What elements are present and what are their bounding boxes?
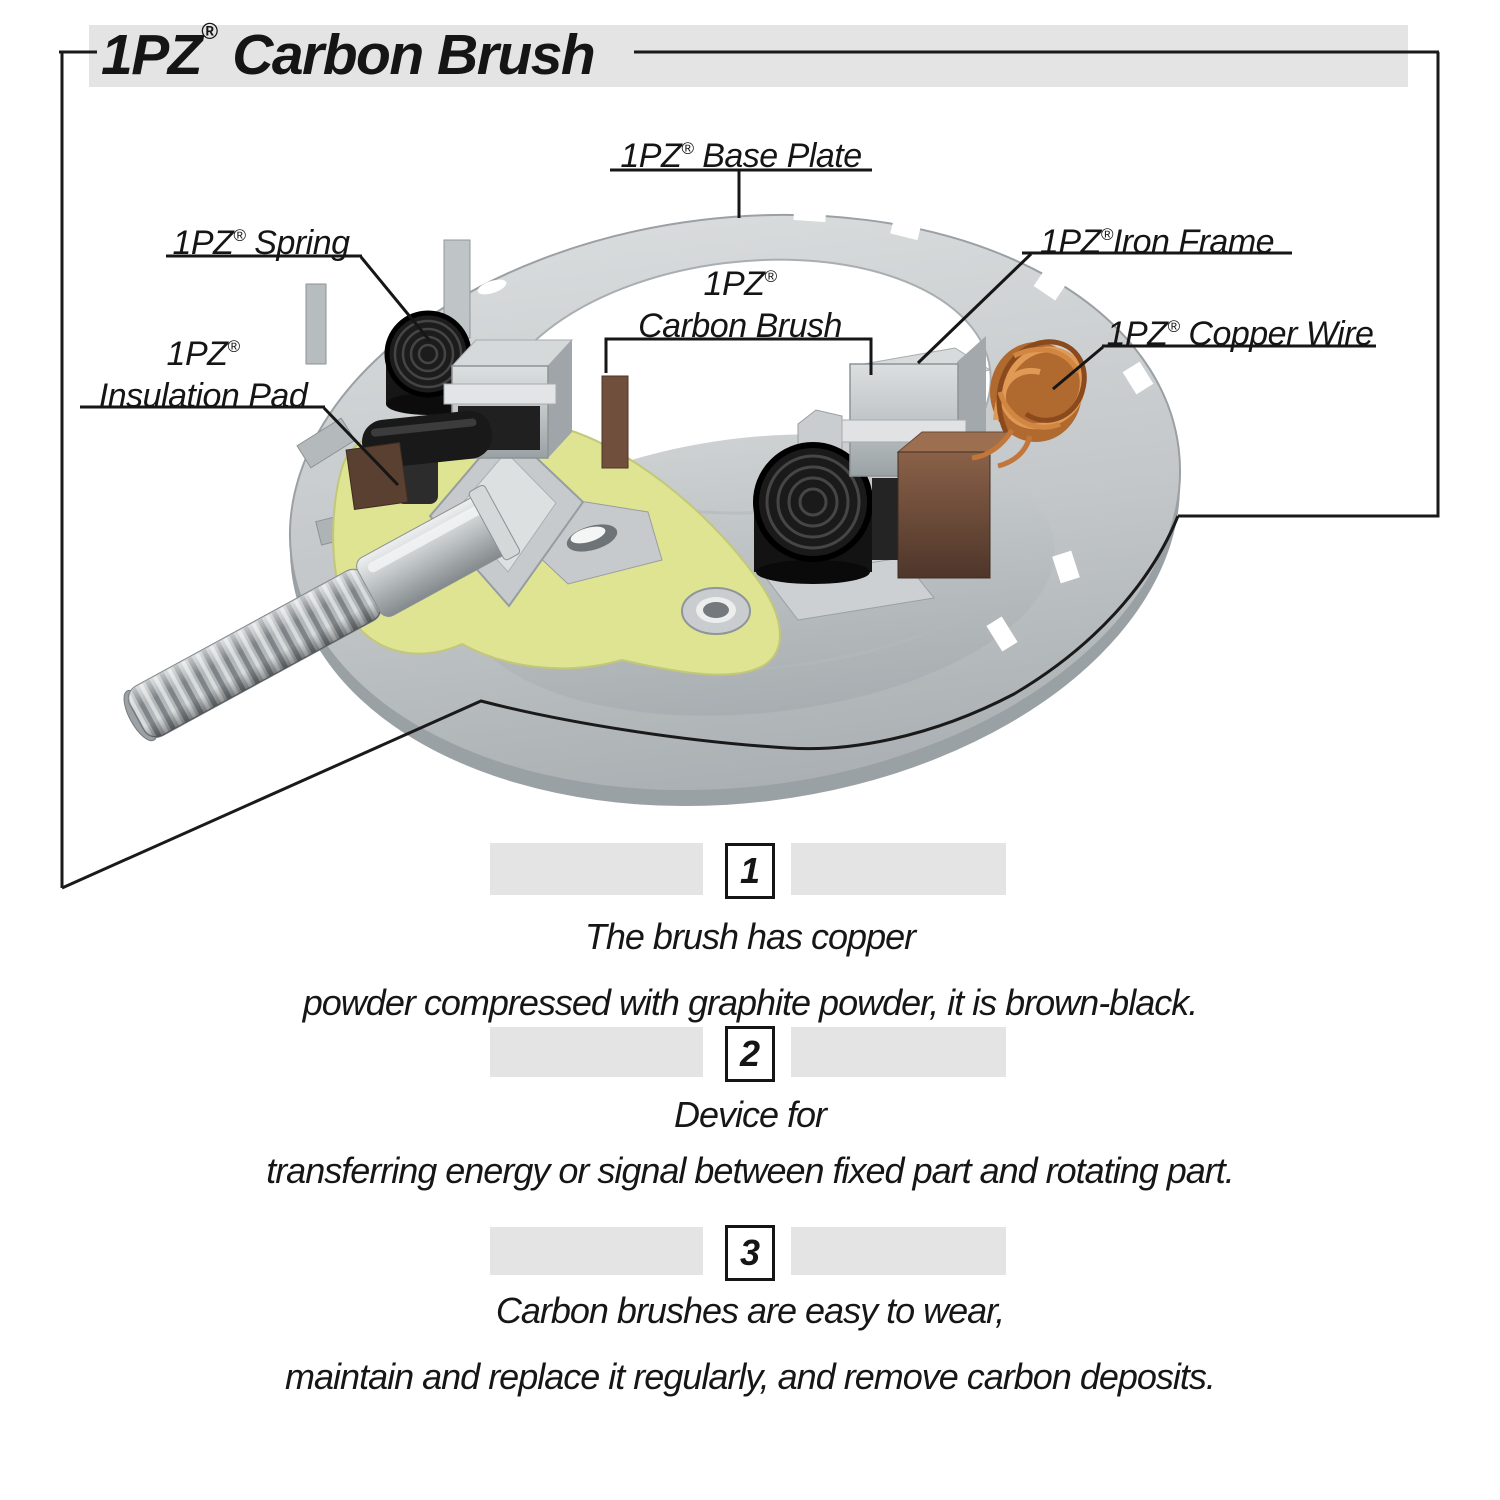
section1-left-bar xyxy=(490,843,703,895)
frame-border xyxy=(59,50,1440,890)
label-insulation-pad: 1PZ®Insulation Pad xyxy=(98,335,308,415)
registered-mark: ® xyxy=(233,226,246,245)
section3-line1: Carbon brushes are easy to wear, xyxy=(495,1290,1005,1331)
rim-notches xyxy=(279,201,1154,652)
section3-number: 3 xyxy=(725,1225,775,1281)
section1-number: 1 xyxy=(725,843,775,899)
title-band xyxy=(89,25,1408,87)
left-brush-holder xyxy=(345,339,629,511)
section2-right-bar xyxy=(791,1027,1006,1077)
page-title: 1PZ® Carbon Brush xyxy=(101,18,596,88)
section3-right-bar xyxy=(791,1227,1006,1275)
section2-line1: Device for xyxy=(673,1094,827,1135)
registered-mark: ® xyxy=(201,18,218,44)
label-carbon-brush: 1PZ®Carbon Brush xyxy=(638,265,842,345)
title-rest: Carbon Brush xyxy=(217,23,596,87)
carbon-brush-shape xyxy=(896,431,1016,579)
registered-mark: ® xyxy=(227,337,240,356)
section1-right-bar xyxy=(791,843,1006,895)
leader-copper-wire xyxy=(1052,345,1104,391)
section2-number: 2 xyxy=(725,1026,775,1082)
eyelet-hole xyxy=(681,587,751,635)
section1-line1: The brush has copper xyxy=(584,916,916,957)
leader-insulation-pad xyxy=(322,406,400,487)
section1-line2: powder compressed with graphite powder, … xyxy=(302,982,1198,1023)
brand-text: 1PZ xyxy=(101,23,203,87)
leader-spring xyxy=(359,256,432,342)
label-iron-frame: 1PZ®Iron Frame xyxy=(1039,223,1275,261)
registered-mark: ® xyxy=(1100,225,1114,244)
label-base-plate: 1PZ® Base Plate xyxy=(620,137,862,175)
section3-line2: maintain and replace it regularly, and r… xyxy=(285,1356,1216,1397)
copper-wire-shape xyxy=(971,339,1087,469)
registered-mark: ® xyxy=(1167,317,1180,336)
label-spring: 1PZ® Spring xyxy=(172,224,350,262)
section2-line2: transferring energy or signal between fi… xyxy=(266,1150,1235,1191)
callout-lines xyxy=(80,168,1376,487)
product-illustration xyxy=(123,201,1182,807)
leader-iron-frame xyxy=(916,252,1033,365)
section2-left-bar xyxy=(490,1027,703,1077)
right-spring xyxy=(753,409,935,621)
section3-left-bar xyxy=(490,1227,703,1275)
bolt xyxy=(123,484,521,742)
label-copper-wire: 1PZ® Copper Wire xyxy=(1106,315,1374,353)
bracket-carbon-brush xyxy=(604,337,873,375)
registered-mark: ® xyxy=(764,267,777,286)
registered-mark: ® xyxy=(681,139,694,158)
